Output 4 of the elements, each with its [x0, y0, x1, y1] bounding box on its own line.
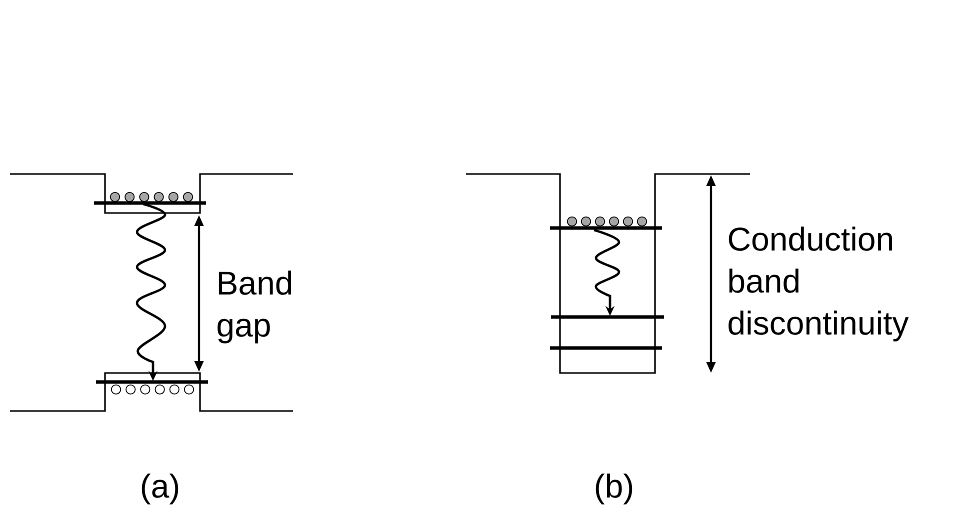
dimension-label: Band gap: [218, 270, 292, 344]
panel-label: (a): [142, 474, 178, 504]
panel-label: (b): [596, 474, 632, 504]
dimension-label: Conduction band discontinuity: [728, 226, 909, 342]
